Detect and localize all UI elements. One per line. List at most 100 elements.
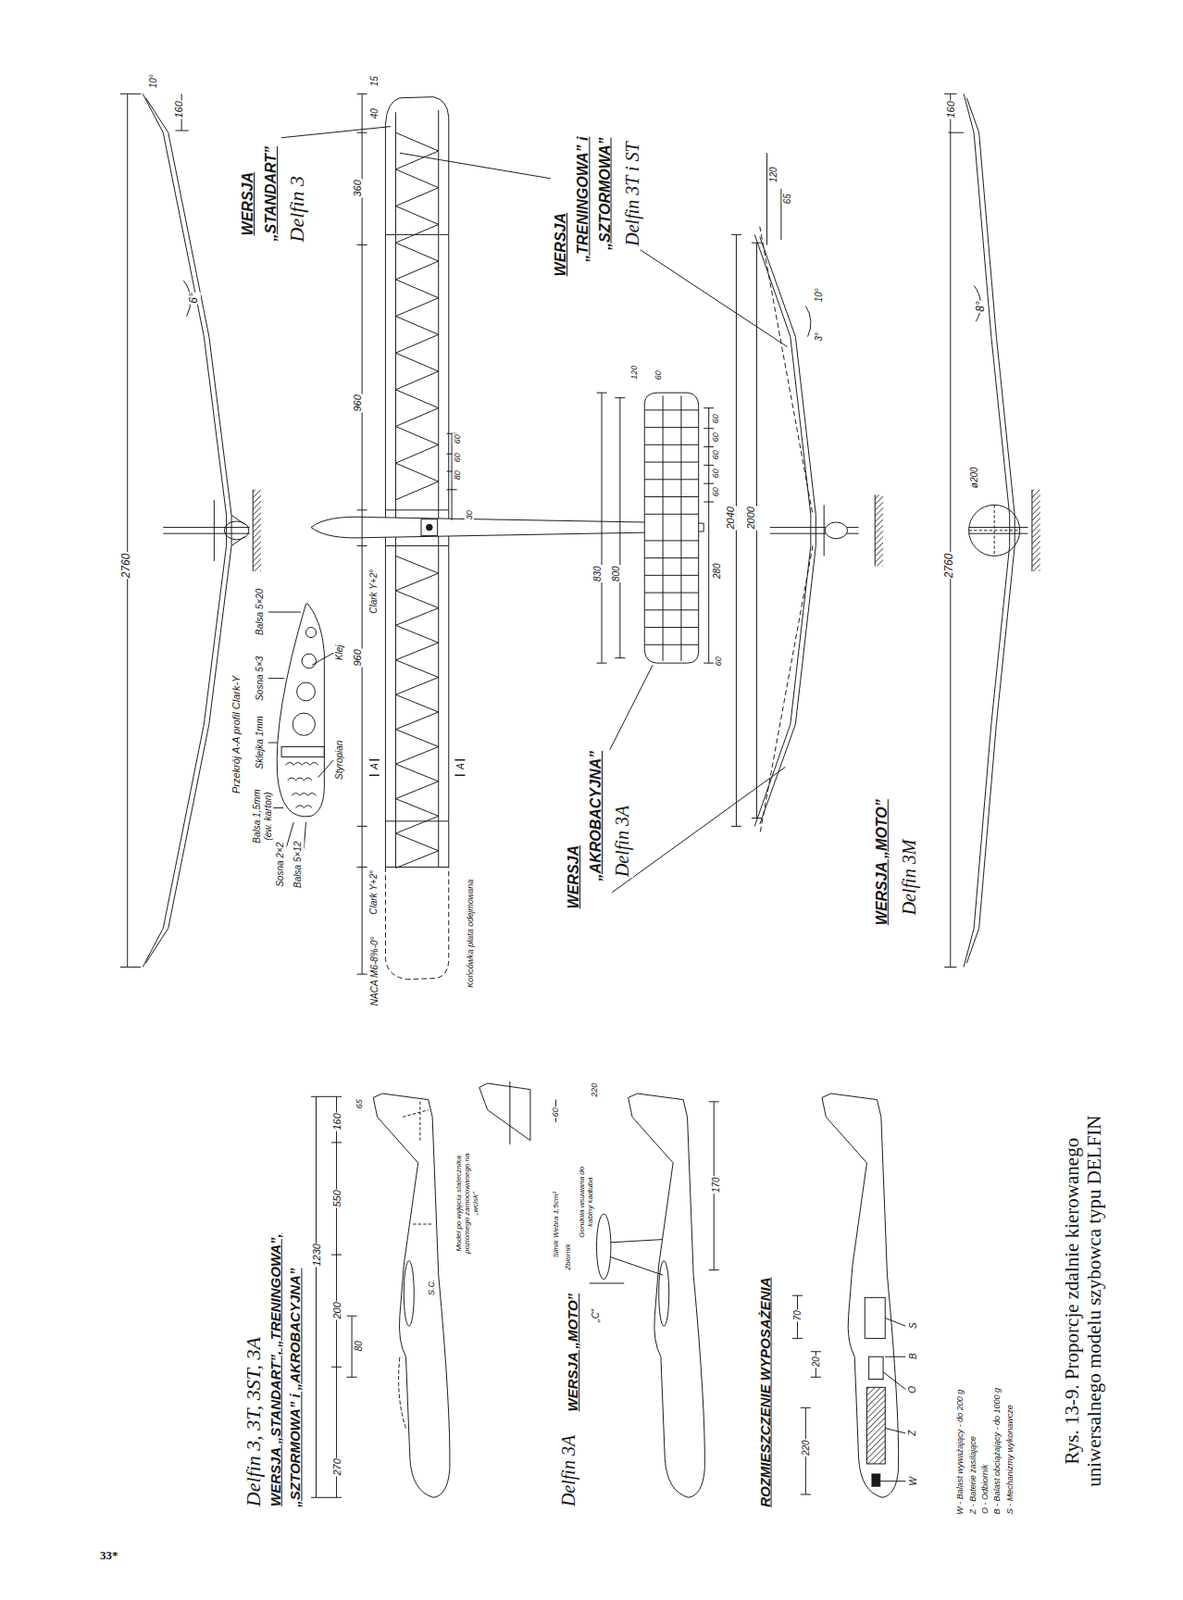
drawing-label: 220 bbox=[799, 1439, 811, 1457]
drawing-label: Sosna 5×3 bbox=[254, 654, 266, 701]
moto-lines bbox=[555, 1099, 719, 1283]
drawing-label: 120 bbox=[767, 166, 779, 185]
drawing-label: Z - Baterie zasilające bbox=[968, 1434, 978, 1515]
drawing-label: Końcówka płata odejmowana bbox=[466, 878, 476, 989]
front-view-standard bbox=[120, 93, 262, 967]
drawing-label: Zbiornik bbox=[562, 1242, 572, 1271]
drawing-label: Clark Y+2° bbox=[369, 869, 381, 916]
drawing-label: 2760 bbox=[944, 552, 958, 580]
drawing-label: Gondola wsuwana do kabiny kadłuba bbox=[577, 1156, 595, 1246]
drawing-label: 200 bbox=[330, 1300, 343, 1320]
wing-section bbox=[268, 603, 335, 848]
drawing-label: 160 bbox=[173, 100, 186, 120]
drawing-label: B - Balast obciążający - do 1000 g bbox=[992, 1385, 1002, 1515]
drawing-label: S - Mechanizmy wykonawcze bbox=[1005, 1403, 1015, 1515]
model-name: Delfin 3M bbox=[898, 838, 921, 917]
drawing-label: NACA M6-8%-0° bbox=[368, 934, 380, 1007]
version-heading: WERSJA bbox=[239, 171, 257, 237]
fuselage-equipment-view bbox=[821, 1093, 899, 1497]
version-heading: WERSJA „MOTO” bbox=[564, 1292, 581, 1413]
drawing-label: Silnik Webra 1,5cm³ bbox=[551, 1189, 561, 1258]
model-name: Delfin 3, 3T, 3ST, 3A bbox=[241, 1335, 265, 1507]
model-name: Delfin 3 bbox=[285, 174, 309, 244]
drawing-label: O bbox=[907, 1383, 919, 1394]
drawing-label: 280 bbox=[711, 561, 723, 580]
drawing-label: 15 bbox=[369, 74, 381, 88]
drawing-label: 30 bbox=[464, 510, 474, 522]
drawing-label: 960 bbox=[350, 647, 363, 667]
model-name: Delfin 3A bbox=[611, 804, 634, 878]
drawing-label: 3° bbox=[813, 331, 825, 343]
figure-caption: Rys. 13-9. Proporcje zdalnie kierowanego… bbox=[1060, 1077, 1106, 1524]
drawing-label: B bbox=[907, 1352, 919, 1361]
drawing-label: 2040 bbox=[724, 505, 737, 530]
engine-pylon bbox=[610, 1239, 663, 1276]
leader-lines bbox=[281, 126, 787, 893]
drawing-label: 550 bbox=[330, 1188, 343, 1208]
drawing-label: 1230 bbox=[310, 1242, 323, 1267]
model-name: Delfin 3A bbox=[558, 1433, 580, 1507]
drawing-label: 160 bbox=[945, 100, 958, 120]
engine-pod bbox=[596, 1213, 611, 1280]
drawing-label: 270 bbox=[330, 1456, 343, 1476]
drawing-label: Balsa 5×12 bbox=[292, 840, 304, 889]
version-heading: ROZMIESZCZENIE WYPOSAŻENIA bbox=[757, 1275, 773, 1507]
version-heading: WERSJA bbox=[552, 211, 570, 277]
drawing-label: 2000 bbox=[745, 505, 758, 530]
version-heading: „STANDART” bbox=[262, 145, 280, 243]
drawing-label: 960 bbox=[350, 393, 363, 412]
drawing-label: Model po wyjęciu statecznika poziomego z… bbox=[454, 1151, 481, 1256]
drawing-label: W - Balast wyważający - do 200 g bbox=[956, 1387, 966, 1515]
version-heading: „SZTORMOWA” bbox=[596, 136, 613, 251]
version-heading: WERSJA „MOTO” bbox=[873, 797, 891, 926]
front-view-moto bbox=[944, 93, 1041, 967]
drawing-label: „C” bbox=[591, 1307, 603, 1323]
drawing-label: 60 bbox=[710, 431, 721, 443]
drawing-label: 60 bbox=[710, 449, 721, 461]
drawing-label: 20 bbox=[810, 1355, 822, 1368]
version-heading: „AKROBACYJNA” bbox=[588, 749, 606, 882]
drawing-label: 60 bbox=[710, 412, 721, 424]
version-heading: WERSJA bbox=[565, 844, 583, 910]
drawing-label: 120 bbox=[629, 364, 639, 381]
drawing-label: S.C. bbox=[426, 1278, 436, 1297]
drawing-label: S bbox=[907, 1321, 919, 1331]
fuselage-side-view bbox=[373, 1093, 450, 1497]
drawing-label: Przekrój A-A profil Clark-Y bbox=[230, 673, 243, 795]
drawing-label: 40 bbox=[369, 108, 381, 121]
drawing-label: Styropian bbox=[334, 738, 346, 780]
drawing-label: 60 bbox=[710, 485, 721, 498]
drawing-label: 160 bbox=[330, 1112, 343, 1132]
drawing-label: 360 bbox=[350, 178, 363, 198]
drawing-label: Balsa 1,5mm (ew. karton) bbox=[251, 782, 274, 849]
drawing-label: 65 bbox=[782, 192, 794, 205]
drawing-label: Klej bbox=[334, 643, 346, 661]
tail-detail bbox=[479, 1081, 531, 1145]
drawing-label: 60 bbox=[710, 467, 721, 479]
drawing-label: Balsa 5×20 bbox=[254, 587, 266, 636]
drawing-label: 65 bbox=[354, 1097, 364, 1109]
drawing-label: 60 bbox=[451, 433, 461, 445]
drawing-label: Sosna 2×2 bbox=[274, 841, 287, 888]
drawing-label: 220 bbox=[589, 1081, 599, 1097]
drawing-label: 10° bbox=[813, 287, 825, 304]
drawing-label: 830 bbox=[592, 565, 604, 584]
version-heading: „SZTORMOWA” i „AKROBACYJNA” bbox=[287, 1266, 304, 1507]
drawing-label: 60 bbox=[652, 370, 662, 382]
drawing-label: 2760 bbox=[121, 552, 135, 580]
front-view-training bbox=[731, 152, 884, 835]
drawing-label: W bbox=[907, 1475, 919, 1486]
drawing-label: A bbox=[368, 762, 380, 772]
version-heading: „TRENINGOWA” i bbox=[574, 135, 592, 262]
drawing-label: 60 bbox=[712, 655, 723, 667]
dimension-lines bbox=[311, 1095, 358, 1497]
drawing-label: Sklejka 1mm bbox=[254, 714, 266, 770]
drawing-label: 170 bbox=[709, 1176, 722, 1195]
drawing-label: 70 bbox=[792, 1308, 804, 1321]
model-name: Delfin 3T i ST bbox=[622, 140, 644, 247]
drawing-label: ø200 bbox=[968, 465, 980, 489]
drawing-label: 10° bbox=[148, 73, 160, 89]
plan-view bbox=[311, 93, 714, 979]
fuselage-side-view-moto bbox=[628, 1093, 706, 1497]
version-heading: WERSJA „STANDART”, „TRENINGOWA”, bbox=[267, 1232, 284, 1508]
